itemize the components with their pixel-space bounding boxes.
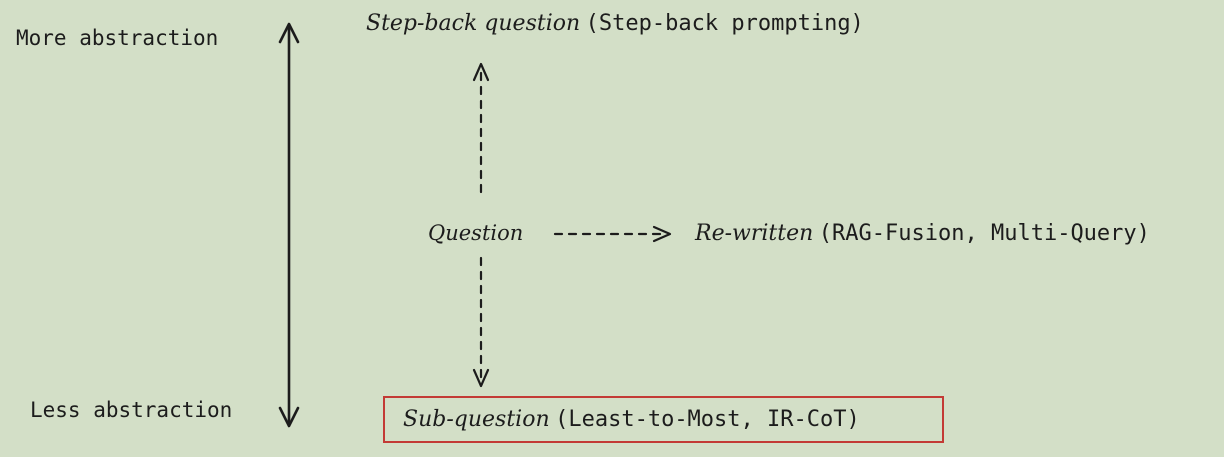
arrow-to-rewritten bbox=[553, 225, 672, 243]
rewritten-node: Re-written (RAG-Fusion, Multi-Query) bbox=[695, 222, 1150, 245]
rewritten-methods: (RAG-Fusion, Multi-Query) bbox=[818, 221, 1150, 246]
abstraction-axis-arrow bbox=[278, 22, 300, 428]
sub-question-title: Sub-question bbox=[403, 407, 550, 432]
sub-question-methods: (Least-to-Most, IR-CoT) bbox=[555, 407, 860, 432]
step-back-methods: (Step-back prompting) bbox=[585, 11, 864, 36]
step-back-node: Step-back question (Step-back prompting) bbox=[366, 12, 864, 35]
rewritten-title: Re-written bbox=[695, 221, 814, 246]
sub-question-highlight-box bbox=[383, 396, 944, 443]
arrow-to-sub-question bbox=[472, 256, 490, 388]
more-abstraction-label: More abstraction bbox=[16, 26, 219, 50]
sub-question-node: Sub-question (Least-to-Most, IR-CoT) bbox=[403, 408, 860, 431]
arrow-to-step-back bbox=[472, 62, 490, 194]
less-abstraction-label: Less abstraction bbox=[30, 398, 233, 422]
question-node: Question bbox=[428, 221, 524, 245]
step-back-title: Step-back question bbox=[366, 11, 581, 36]
